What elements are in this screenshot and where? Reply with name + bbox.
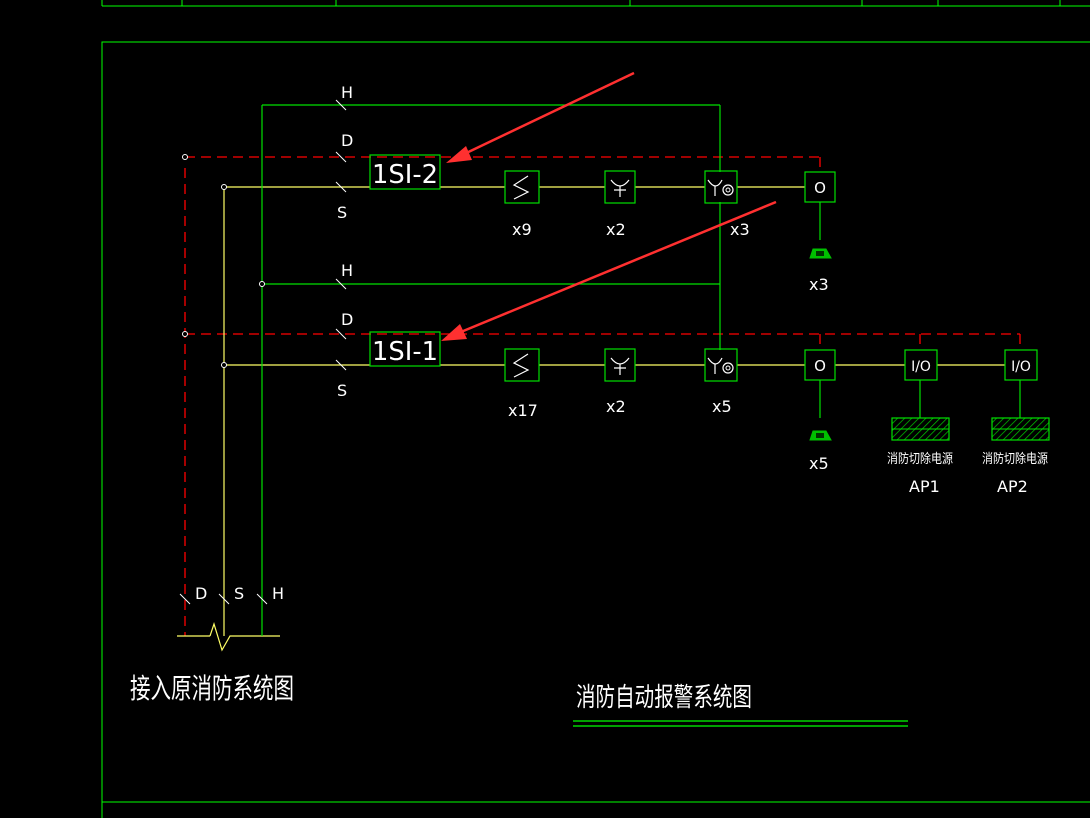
module-1si-1: 1SI-1 [369,331,441,367]
annotation-arrow-1si-1 [441,200,777,341]
d-bus-dashed [184,156,1021,636]
module-1si-1-label: 1SI-1 [372,337,438,367]
count-top-manual: x2 [606,220,626,239]
label-d-mid: D [341,310,353,329]
terminal-dots [182,154,265,368]
module-1si-2-label: 1SI-2 [372,160,438,190]
ap1-description: 消防切除电源 [887,451,953,467]
output-module-top-glyph: O [814,179,826,197]
connect-original-system-title: 接入原消防系统图 [130,672,294,705]
power-panel-ap1 [891,417,950,441]
hydrant-button-bottom [704,348,738,382]
count-bottom-manual: x2 [606,397,626,416]
count-top-smoke: x9 [512,220,532,239]
main-diagram-title: 消防自动报警系统图 [576,683,752,713]
ap2-description: 消防切除电源 [982,451,1048,467]
output-module-bottom: O [804,349,836,381]
output-module-top: O [804,171,836,203]
output-module-bottom-glyph: O [814,357,826,375]
ap2-name: AP2 [997,477,1028,496]
count-bottom-smoke: x17 [508,401,538,420]
io-module-ap1: I/O [904,349,938,381]
label-d-top: D [341,131,353,150]
smoke-detector-bottom [504,348,540,382]
switch-slashes [179,99,347,605]
speaker-icon-bottom [809,430,832,441]
label-h-bottom: H [272,584,284,603]
speaker-icon-top [809,248,832,259]
title-underline [573,720,908,727]
label-h-top: H [341,83,353,102]
io-module-ap1-glyph: I/O [911,359,931,375]
smoke-detector-top [504,170,540,204]
ap1-name: AP1 [909,477,940,496]
label-h-mid: H [341,261,353,280]
power-panel-ap2 [991,417,1050,441]
h-bus-green [261,104,1021,636]
label-s-bottom: S [234,584,244,603]
count-top-hydrant: x3 [730,220,750,239]
hydrant-button-top [704,170,738,204]
count-bottom-hydrant: x5 [712,397,732,416]
count-top-speaker: x3 [809,275,829,294]
manual-alarm-top [604,170,636,204]
label-s-top: S [337,203,347,222]
drawing-frame [101,0,1090,818]
label-s-mid: S [337,381,347,400]
io-module-ap2: I/O [1004,349,1038,381]
manual-alarm-bottom [604,348,636,382]
count-bottom-speaker: x5 [809,454,829,473]
io-module-ap2-glyph: I/O [1011,359,1031,375]
module-1si-2: 1SI-2 [369,154,441,190]
annotation-arrow-1si-2 [446,71,635,163]
label-d-bottom: D [195,584,207,603]
s-bus-yellow [177,186,1005,652]
